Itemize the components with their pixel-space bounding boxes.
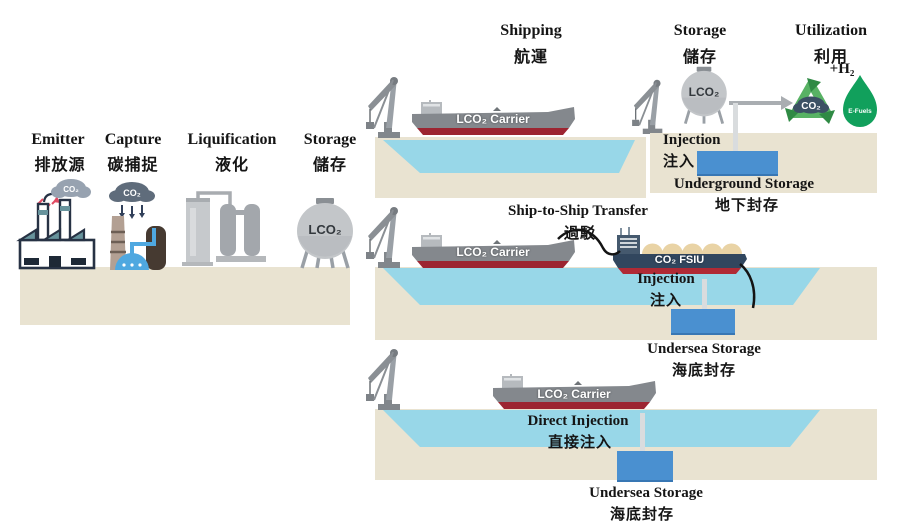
hydrogen-label: +H₂: [829, 61, 855, 77]
carrier-name-label: LCO₂ Carrier: [456, 112, 530, 126]
harbor-crane-icon: [632, 79, 663, 134]
ship-to-ship-title-en: Ship-to-Ship Transfer: [508, 203, 648, 219]
utilization-label-en: Utilization: [795, 22, 867, 39]
harbor-crane-icon: [366, 207, 400, 268]
efuels-label: E-Fuels: [848, 108, 872, 115]
harbor-crane-icon: [366, 349, 400, 410]
injection-label-top-en: Injection: [663, 132, 721, 148]
injection-arrow-mid: [702, 279, 707, 313]
receiving-storage-label-en: Storage: [673, 22, 727, 39]
carrier-name-label: LCO₂ Carrier: [537, 387, 611, 401]
offshore-basin-middle: [375, 267, 877, 340]
receiving-tank-lco2-label: LCO₂: [688, 85, 720, 99]
receiving-lco2-tank-icon: LCO₂: [678, 60, 730, 132]
lco2-sphere-tank-icon: LCO₂: [293, 198, 357, 270]
emitter-label-en: Emitter: [31, 131, 85, 148]
co2-fsiu-ship: CO₂ FSIU: [612, 227, 747, 279]
injection-arrow-bottom: [640, 413, 645, 457]
shipping-title-en: Shipping: [500, 22, 562, 39]
efuels-droplet-icon: E-Fuels: [843, 75, 877, 127]
shipping-title-zh: 航運: [513, 49, 549, 66]
storage-label-en: Storage: [303, 131, 357, 148]
lco2-carrier-ship: LCO₂ Carrier: [408, 98, 578, 140]
capture-label-en: Capture: [104, 131, 162, 148]
recycle-co2-label: CO₂: [801, 101, 820, 112]
undersea-reservoir-mid: [671, 309, 735, 335]
underground-storage-label-en: Underground Storage: [673, 176, 815, 192]
direct-injection-label-en: Direct Injection: [527, 413, 629, 429]
capture-co2-cloud-label: CO₂: [123, 188, 141, 198]
undersea-storage-mid-zh: 海底封存: [671, 363, 737, 379]
emitter-label-zh: 排放源: [34, 157, 86, 174]
injection-label-top-zh: 注入: [663, 154, 696, 170]
capture-label-zh: 碳捕捉: [107, 157, 159, 174]
injection-arrow-top: [733, 103, 738, 157]
shipping-port-basin: [375, 137, 646, 198]
underground-reservoir: [697, 151, 778, 176]
underground-storage-label-zh: 地下封存: [714, 198, 780, 214]
tank-lco2-label: LCO₂: [308, 222, 342, 237]
liquification-icon: [182, 191, 266, 266]
lco2-carrier-ship: LCO₂ Carrier: [408, 231, 578, 273]
emitter-co2-cloud-label: CO₂: [63, 185, 79, 194]
injection-label-mid-en: Injection: [637, 271, 695, 287]
fsiu-name-label: CO₂ FSIU: [654, 254, 705, 266]
utilization-label-zh: 利用: [813, 49, 849, 66]
co2-recycle-icon: CO₂: [785, 78, 835, 124]
direct-injection-label-zh: 直接注入: [547, 435, 613, 451]
liquification-label-en: Liquification: [187, 131, 277, 148]
capture-icon: CO₂: [109, 182, 166, 270]
lco2-carrier-ship: LCO₂ Carrier: [488, 372, 660, 414]
undersea-storage-bottom-en: Undersea Storage: [589, 485, 703, 501]
liquification-label-zh: 液化: [214, 157, 250, 174]
left-ground: [20, 267, 350, 325]
receiving-storage-label-zh: 儲存: [682, 49, 718, 66]
carrier-name-label: LCO₂ Carrier: [456, 245, 530, 259]
storage-label-zh: 儲存: [312, 157, 348, 174]
emitter-factory-icon: CO₂: [16, 179, 96, 270]
to-utilization-arrow: [729, 101, 781, 105]
undersea-storage-mid-en: Undersea Storage: [647, 341, 761, 357]
undersea-reservoir-bottom: [617, 451, 673, 482]
harbor-crane-icon: [366, 77, 400, 138]
transfer-hoses: [557, 228, 756, 309]
to-utilization-arrowhead: [781, 96, 793, 110]
undersea-storage-bottom-zh: 海底封存: [609, 507, 675, 523]
injection-label-mid-zh: 注入: [649, 293, 683, 309]
